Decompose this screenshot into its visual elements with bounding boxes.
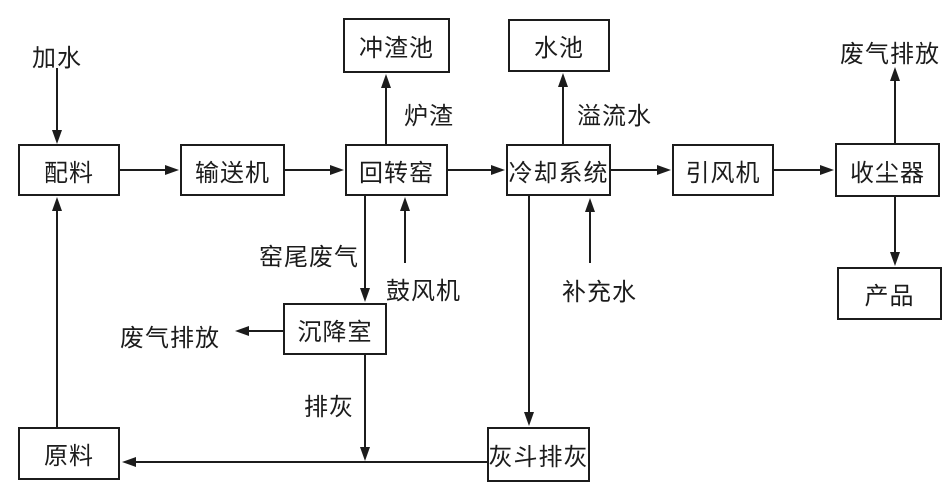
- node-label: 引风机: [685, 160, 761, 187]
- label-add-water: 加水: [32, 46, 82, 72]
- node-raw-material: 原料: [18, 427, 120, 480]
- node-product: 产品: [837, 267, 942, 320]
- node-conveyor: 输送机: [180, 144, 285, 196]
- label-furnace-slag: 炉渣: [404, 104, 454, 130]
- node-slag-flushing-pool: 冲渣池: [343, 18, 450, 73]
- node-label: 冲渣池: [359, 36, 434, 62]
- label-overflow-water: 溢流水: [577, 104, 652, 130]
- node-label: 输送机: [195, 160, 270, 187]
- node-rotary-kiln: 回转窑: [345, 144, 448, 196]
- node-settling-chamber: 沉降室: [283, 303, 387, 355]
- label-kiln-tail-exhaust: 窑尾废气: [259, 245, 359, 271]
- node-label: 水池: [534, 36, 584, 62]
- label-exhaust-emission-top: 废气排放: [840, 42, 940, 68]
- node-label: 收尘器: [850, 160, 925, 187]
- node-label: 配料: [44, 160, 94, 187]
- label-ash-discharge: 排灰: [304, 395, 354, 421]
- node-water-pool: 水池: [508, 19, 610, 72]
- node-label: 产品: [864, 284, 915, 310]
- node-label: 回转窑: [359, 160, 434, 187]
- label-blower: 鼓风机: [386, 279, 461, 305]
- node-batching: 配料: [18, 144, 120, 196]
- node-label: 沉降室: [297, 319, 373, 346]
- node-ash-hopper-discharge: 灰斗排灰: [487, 427, 590, 482]
- node-label: 原料: [44, 444, 94, 470]
- node-cooling-system: 冷却系统: [506, 144, 611, 196]
- node-induced-draft-fan: 引风机: [672, 144, 774, 196]
- node-label: 灰斗排灰: [488, 445, 589, 471]
- label-exhaust-emission-left: 废气排放: [120, 326, 220, 352]
- node-label: 冷却系统: [508, 160, 609, 187]
- node-dust-collector: 收尘器: [835, 143, 940, 197]
- label-makeup-water: 补充水: [562, 280, 637, 306]
